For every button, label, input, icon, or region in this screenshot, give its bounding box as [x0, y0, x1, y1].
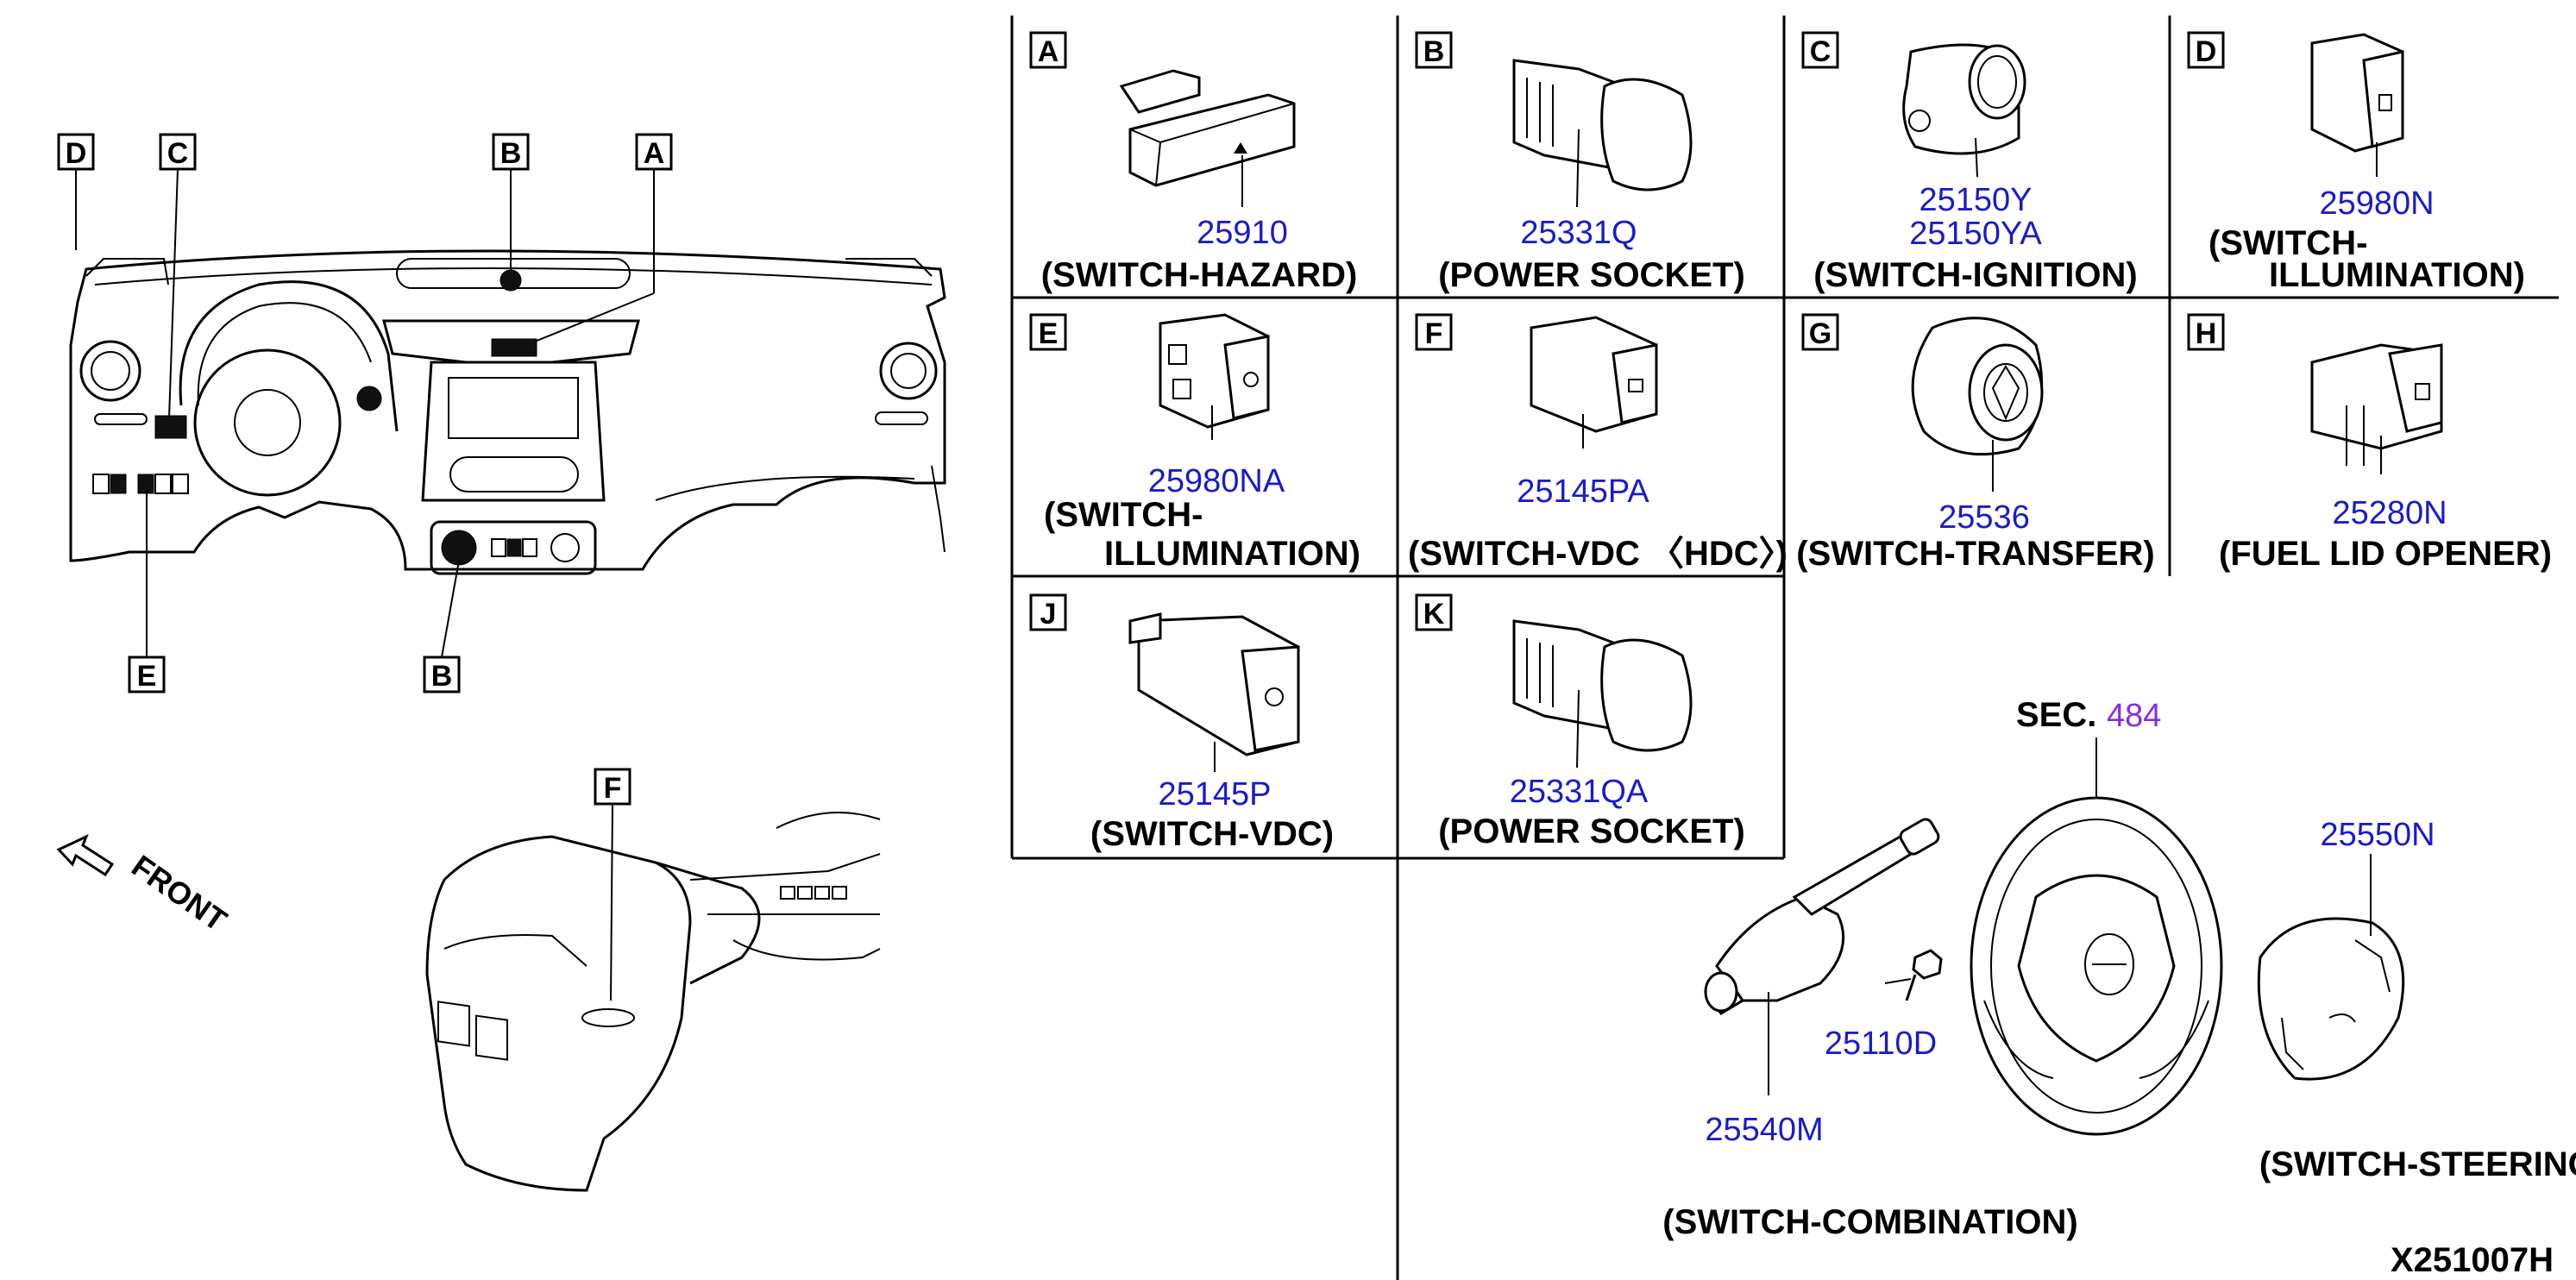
panel-b-power-socket: B 25331Q (POWER SOCKET)	[1415, 31, 1745, 294]
svg-text:E: E	[137, 660, 157, 693]
panel-d-illumination-switch: D 25980N (SWITCH- ILLUMINATION)	[2187, 31, 2525, 294]
svg-text:(POWER SOCKET): (POWER SOCKET)	[1438, 256, 1745, 294]
svg-text:25110D: 25110D	[1825, 1026, 1937, 1062]
steering-bolt: 25110D	[1825, 949, 1943, 1062]
svg-text:J: J	[1040, 598, 1057, 631]
svg-text:C: C	[1810, 35, 1831, 68]
svg-text:(SWITCH-: (SWITCH-	[1044, 496, 1203, 534]
svg-text:(FUEL LID OPENER): (FUEL LID OPENER)	[2219, 535, 2552, 573]
svg-text:(SWITCH-: (SWITCH-	[2208, 224, 2367, 262]
callout-b-top: B	[492, 133, 530, 276]
svg-text:25980NA: 25980NA	[1148, 463, 1285, 499]
svg-text:D: D	[2196, 35, 2217, 68]
svg-text:(SWITCH-STEERING): (SWITCH-STEERING)	[2259, 1145, 2576, 1183]
svg-text:FRONT: FRONT	[125, 848, 233, 938]
svg-text:E: E	[1039, 317, 1059, 350]
svg-text:(SWITCH-COMBINATION): (SWITCH-COMBINATION)	[1662, 1203, 2077, 1241]
svg-text:A: A	[644, 137, 665, 170]
svg-text:25280N: 25280N	[2332, 495, 2447, 531]
svg-text:25150YA: 25150YA	[1909, 216, 2042, 252]
panel-k-power-socket: K 25331QA (POWER SOCKET)	[1415, 593, 1745, 850]
svg-text:25150Y: 25150Y	[1919, 182, 2032, 218]
panel-j-vdc-switch: J 25145P (SWITCH-VDC)	[1029, 593, 1334, 853]
svg-text:(SWITCH-VDC): (SWITCH-VDC)	[1090, 815, 1334, 853]
panel-grid-lines	[1010, 16, 2559, 1280]
callout-e: E	[128, 487, 166, 693]
diagram-id: X251007H	[2391, 1241, 2554, 1279]
callout-a: A	[525, 133, 673, 346]
svg-text:25536: 25536	[1938, 499, 2030, 536]
svg-text:ILLUMINATION): ILLUMINATION)	[2269, 256, 2525, 294]
callout-c: C	[159, 133, 197, 419]
svg-text:F: F	[604, 772, 622, 805]
svg-text:25540M: 25540M	[1705, 1112, 1823, 1148]
svg-text:(SWITCH-TRANSFER): (SWITCH-TRANSFER)	[1796, 535, 2155, 573]
panel-e-illumination-switch: E 25980NA (SWITCH- ILLUMINATION)	[1029, 313, 1360, 573]
center-console-overview: F	[425, 768, 881, 1192]
svg-text:25331QA: 25331QA	[1510, 774, 1649, 810]
panel-h-fuel-lid-opener: H 25280N (FUEL LID OPENER)	[2187, 313, 2552, 573]
svg-text:25550N: 25550N	[2320, 817, 2435, 853]
svg-text:25910: 25910	[1197, 215, 1288, 251]
svg-text:B: B	[1423, 35, 1445, 68]
panel-g-transfer-switch: G 25536 (SWITCH-TRANSFER)	[1796, 313, 2155, 573]
panel-c-ignition-switch: C 25150Y 25150YA (SWITCH-IGNITION)	[1801, 31, 2138, 294]
front-arrow: FRONT	[56, 834, 233, 938]
svg-text:25980N: 25980N	[2319, 185, 2434, 222]
panel-a-hazard-switch: A 25910 (SWITCH-HAZARD)	[1029, 31, 1358, 294]
steering-switch: 25550N (SWITCH-STEERING)	[2257, 817, 2576, 1183]
svg-text:(SWITCH-IGNITION): (SWITCH-IGNITION)	[1813, 256, 2138, 294]
svg-text:F: F	[1425, 317, 1443, 350]
svg-text:25145PA: 25145PA	[1517, 474, 1649, 510]
svg-text:B: B	[500, 137, 522, 170]
svg-text:25331Q: 25331Q	[1520, 215, 1637, 251]
svg-text:SEC.: SEC.	[2016, 696, 2096, 734]
svg-text:H: H	[2196, 317, 2217, 350]
svg-text:25145P: 25145P	[1158, 776, 1271, 813]
svg-text:484: 484	[2107, 698, 2161, 734]
panel-f-vdc-hdc-switch: F 25145PA (SWITCH-VDC 〈HDC〉)	[1408, 313, 1787, 573]
svg-text:(SWITCH-VDC 〈HDC〉): (SWITCH-VDC 〈HDC〉)	[1408, 535, 1787, 573]
callout-f: F	[594, 768, 631, 1001]
dashboard-overview: D C B A	[57, 133, 946, 693]
svg-text:A: A	[1038, 35, 1059, 68]
svg-text:ILLUMINATION): ILLUMINATION)	[1104, 535, 1360, 573]
callout-d: D	[57, 133, 95, 250]
svg-text:(SWITCH-HAZARD): (SWITCH-HAZARD)	[1041, 256, 1358, 294]
callout-b-bottom: B	[423, 560, 461, 693]
steering-wheel-section: SEC. 484	[1970, 696, 2223, 1136]
combination-switch: 25540M (SWITCH-COMBINATION)	[1662, 818, 2078, 1241]
svg-text:C: C	[167, 137, 189, 170]
section-reference: SEC. 484	[2016, 696, 2161, 798]
svg-text:G: G	[1809, 317, 1831, 350]
svg-text:D: D	[66, 137, 87, 170]
svg-text:B: B	[431, 660, 453, 693]
svg-text:K: K	[1423, 598, 1445, 631]
svg-text:(POWER SOCKET): (POWER SOCKET)	[1438, 813, 1745, 850]
